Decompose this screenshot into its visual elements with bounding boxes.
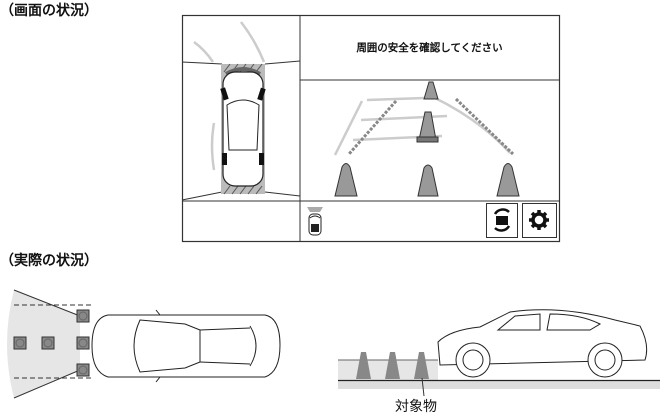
screen-message: 周囲の安全を確認してください: [356, 42, 503, 54]
actual-section-heading: （実際の状況）: [0, 253, 98, 269]
cones-side-view: [356, 352, 429, 379]
screen-section-heading: （画面の状況）: [0, 3, 98, 19]
top-down-scene: [7, 289, 281, 399]
settings-button[interactable]: [522, 203, 557, 238]
vehicle-top-icon: [222, 71, 264, 187]
gear-icon: [529, 210, 549, 230]
vehicle-side-view: [437, 309, 648, 378]
object-label: 対象物: [395, 399, 437, 415]
leader-line: [421, 377, 425, 397]
camera-view-pane: [333, 81, 520, 197]
side-view-scene: [338, 309, 660, 397]
top-view-pane: [181, 21, 301, 201]
vehicle-front-indicator-icon: [307, 207, 323, 236]
camera-switch-button[interactable]: [486, 203, 518, 238]
cones-on-screen: [334, 81, 520, 197]
vehicle-top-view: [91, 309, 281, 383]
camera-switch-icon: [493, 208, 511, 232]
